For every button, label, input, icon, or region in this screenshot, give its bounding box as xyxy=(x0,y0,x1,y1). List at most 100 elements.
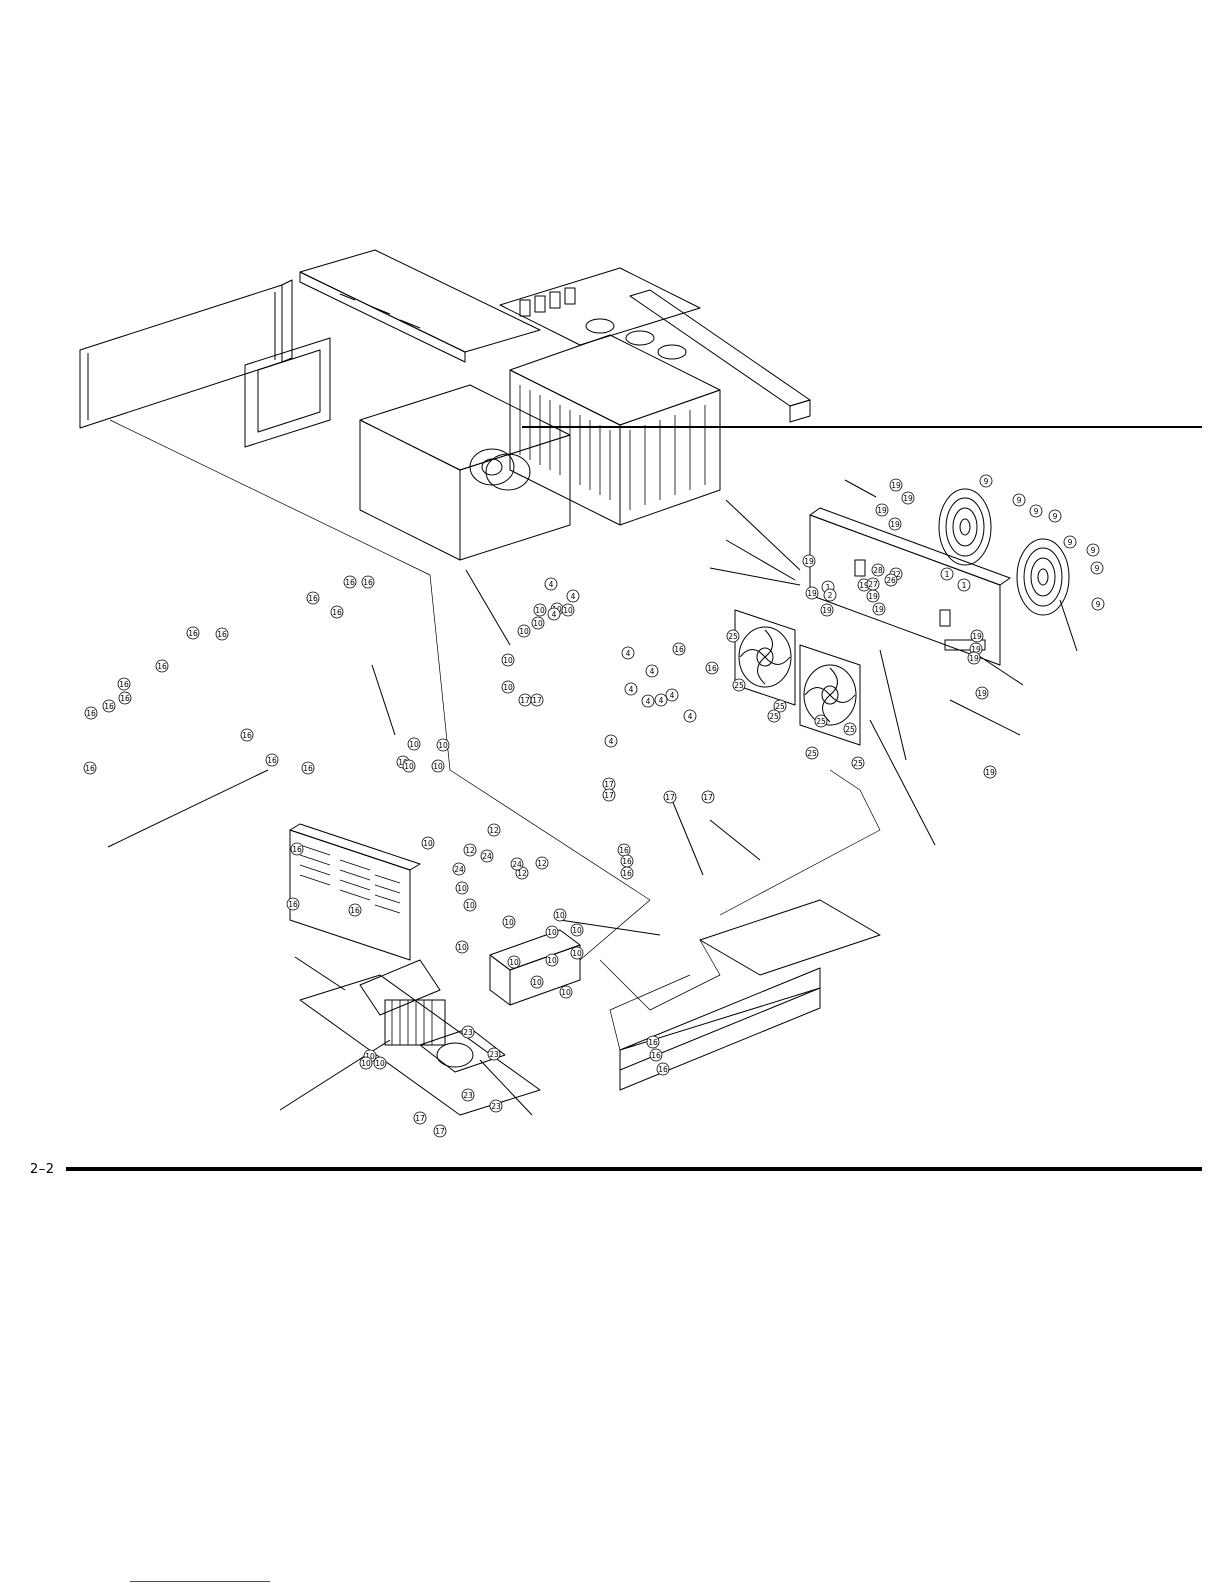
toroidal-coil xyxy=(469,448,531,491)
part-callout-label: 25 xyxy=(775,702,785,711)
part-callout-label: 10 xyxy=(572,949,582,958)
part-callout-label: 4 xyxy=(659,696,664,705)
part-callout-label: 25 xyxy=(728,632,738,641)
part-callout-label: 17 xyxy=(703,793,713,802)
part-callout: 16 xyxy=(102,699,116,713)
bottom-chassis xyxy=(619,899,881,1091)
part-callout-label: 17 xyxy=(532,696,542,705)
part-callout-label: 17 xyxy=(604,780,614,789)
part-callout: 19 xyxy=(975,686,989,700)
part-callout: 16 xyxy=(617,843,631,857)
vented-side-panel xyxy=(289,823,421,961)
part-callout-label: 16 xyxy=(188,629,198,638)
part-callout-label: 10 xyxy=(532,978,542,987)
part-callout: 16 xyxy=(656,1062,670,1076)
part-callout: 17 xyxy=(602,788,616,802)
part-callout: 10 xyxy=(373,1056,387,1070)
part-callout: 4 xyxy=(566,589,580,603)
part-callout: 4 xyxy=(641,694,655,708)
part-callout: 9 xyxy=(1086,543,1100,557)
part-callout-label: 24 xyxy=(482,852,492,861)
part-callout: 19 xyxy=(901,491,915,505)
part-callout: 16 xyxy=(83,761,97,775)
part-callout-label: 16 xyxy=(242,731,252,740)
part-callout: 10 xyxy=(545,925,559,939)
top-rule xyxy=(522,426,1202,428)
part-callout-label: 16 xyxy=(332,608,342,617)
part-callout: 25 xyxy=(773,699,787,713)
part-callout: 9 xyxy=(1063,535,1077,549)
part-callout-label: 17 xyxy=(604,791,614,800)
part-callout: 25 xyxy=(843,722,857,736)
part-callout: 16 xyxy=(155,659,169,673)
part-callout: 27 xyxy=(866,577,880,591)
part-callout: 16 xyxy=(646,1035,660,1049)
terminal-block xyxy=(489,929,581,1006)
part-callout: 24 xyxy=(480,849,494,863)
part-callout: 23 xyxy=(489,1099,503,1113)
part-callout: 10 xyxy=(559,985,573,999)
part-callout: 4 xyxy=(654,693,668,707)
part-callout: 10 xyxy=(455,881,469,895)
heatsink-assembly xyxy=(509,334,721,526)
part-callout-label: 19 xyxy=(804,557,814,566)
base-plate xyxy=(299,974,541,1116)
part-callout-label: 10 xyxy=(547,928,557,937)
part-callout-label: 4 xyxy=(670,691,675,700)
part-callout-label: 4 xyxy=(650,667,655,676)
part-callout: 25 xyxy=(805,746,819,760)
part-callout: 16 xyxy=(649,1048,663,1062)
part-callout: 4 xyxy=(604,734,618,748)
part-callout-label: 10 xyxy=(561,988,571,997)
part-callout: 19 xyxy=(983,765,997,779)
part-callout-label: 17 xyxy=(435,1127,445,1136)
part-callout: 17 xyxy=(433,1124,447,1138)
part-callout-label: 10 xyxy=(509,958,519,967)
part-callout-label: 16 xyxy=(217,630,227,639)
part-callout-label: 24 xyxy=(512,860,522,869)
part-callout: 26 xyxy=(884,573,898,587)
left-side-panel xyxy=(79,279,293,429)
part-callout-label: 16 xyxy=(350,906,360,915)
part-callout-label: 19 xyxy=(859,581,869,590)
part-callout: 10 xyxy=(431,759,445,773)
part-callout: 1 xyxy=(957,578,971,592)
part-callout-label: 16 xyxy=(622,869,632,878)
part-callout-label: 10 xyxy=(555,911,565,920)
part-callout-label: 16 xyxy=(292,845,302,854)
part-callout-label: 12 xyxy=(465,846,475,855)
part-callout: 23 xyxy=(487,1047,501,1061)
part-callout-label: 23 xyxy=(463,1091,473,1100)
fan-guard-upper xyxy=(938,488,992,566)
part-callout-label: 19 xyxy=(807,589,817,598)
part-callout: 12 xyxy=(487,823,501,837)
part-callout-label: 19 xyxy=(972,632,982,641)
part-callout: 4 xyxy=(683,709,697,723)
part-callout: 16 xyxy=(330,605,344,619)
part-callout: 19 xyxy=(820,603,834,617)
part-callout-label: 2 xyxy=(828,591,833,600)
part-callout-label: 10 xyxy=(519,627,529,636)
part-callout-label: 16 xyxy=(303,764,313,773)
part-callout-label: 9 xyxy=(1068,538,1073,547)
part-callout: 9 xyxy=(1048,509,1062,523)
part-callout-label: 10 xyxy=(465,901,475,910)
part-callout-label: 12 xyxy=(537,859,547,868)
part-callout: 19 xyxy=(875,503,889,517)
part-callout-label: 9 xyxy=(984,477,989,486)
part-callout-label: 9 xyxy=(1095,564,1100,573)
part-callout: 10 xyxy=(545,953,559,967)
part-callout: 4 xyxy=(624,682,638,696)
inner-frame xyxy=(244,337,331,448)
part-callout-label: 16 xyxy=(267,756,277,765)
part-callout: 10 xyxy=(501,680,515,694)
part-callout: 10 xyxy=(463,898,477,912)
part-callout-label: 16 xyxy=(658,1065,668,1074)
part-callout-label: 16 xyxy=(120,694,130,703)
part-callout-label: 4 xyxy=(688,712,693,721)
part-callout-label: 10 xyxy=(503,683,513,692)
part-callout: 23 xyxy=(461,1088,475,1102)
part-callout: 19 xyxy=(970,629,984,643)
part-callout-label: 23 xyxy=(463,1028,473,1037)
part-callout-label: 10 xyxy=(438,741,448,750)
